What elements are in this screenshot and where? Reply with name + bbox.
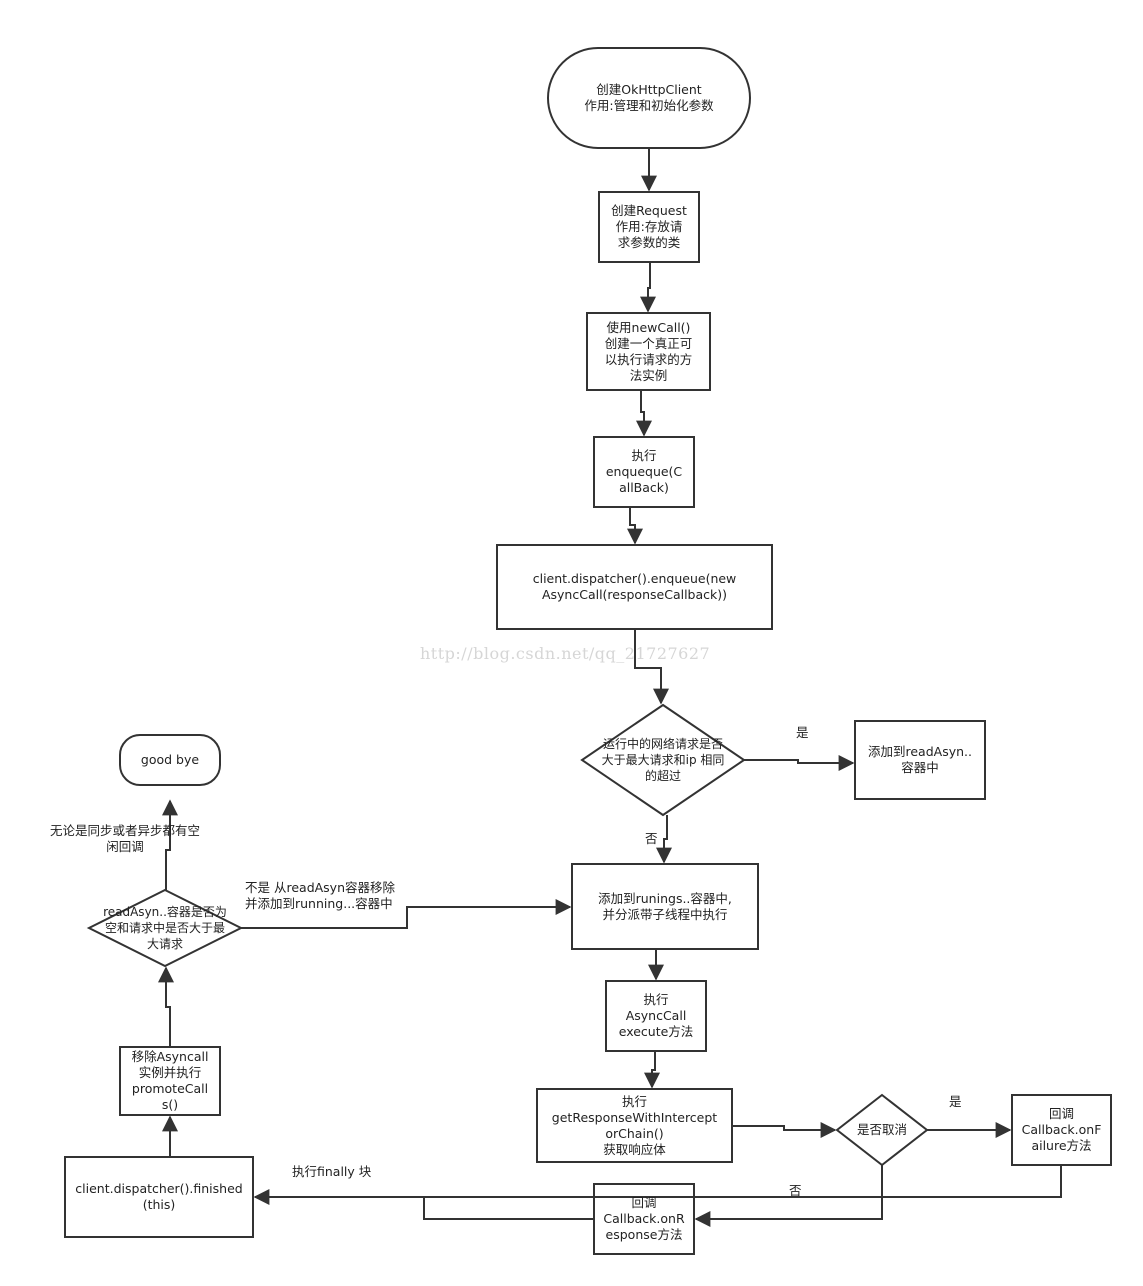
edge-request-to-newcall [640, 262, 656, 313]
edge-execute-to-response [644, 1051, 660, 1089]
node-new-call-shape [586, 312, 711, 391]
node-remove-asynccall: 移除Asyncall 实例并执行 promoteCall s() [131, 1049, 209, 1112]
node-execute-asynccall: 执行 AsyncCall execute方法 [618, 992, 694, 1039]
node-add-runnings-shape [571, 863, 759, 950]
node-enqueue-callback-shape [593, 436, 695, 508]
edge-decision-to-goodbye [162, 799, 178, 890]
edge-label-yes-ready: 是 [796, 725, 809, 740]
edge-label-idle-callback: 无论是同步或者异步都有空 闲回调 [50, 823, 201, 854]
node-new-call: 使用newCall() 创建一个真正可 以执行请求的方 法实例 [604, 319, 693, 383]
edge-label-yes-cancel: 是 [949, 1094, 962, 1109]
node-ready-async-decision-shape [86, 888, 244, 968]
node-dispatcher-finished-shape [64, 1156, 254, 1238]
edge-remove-to-decision [158, 966, 174, 1047]
watermark-text: http://blog.csdn.net/qq_21727627 [420, 644, 711, 663]
node-get-response: 执行 getResponseWithIntercept orChain() 获取… [551, 1093, 718, 1157]
edge-decision-to-runnings [241, 899, 572, 929]
edge-label-not-empty-move: 不是 从readAsyn容器移除 并添加到running...容器中 [245, 880, 396, 911]
node-max-requests-decision: 运行中的网络请求是否 大于最大请求和ip 相同 的超过 [601, 737, 725, 783]
node-callback-failure: 回调 Callback.onF ailure方法 [1021, 1106, 1102, 1153]
edge-decision-no-to-runnings [656, 815, 672, 864]
node-add-ready-async-shape [854, 720, 986, 800]
node-dispatcher-enqueue: client.dispatcher().enqueue(new AsyncCal… [532, 571, 737, 602]
node-get-response-shape [536, 1088, 733, 1163]
node-is-canceled-decision: 是否取消 [856, 1122, 907, 1137]
edge-label-finally-block: 执行finally 块 [292, 1164, 372, 1179]
node-callback-failure-shape [1011, 1094, 1112, 1166]
node-execute-asynccall-shape [605, 980, 707, 1052]
node-create-request-shape [598, 191, 700, 263]
edge-response-to-cancel [732, 1122, 837, 1138]
node-dispatcher-finished: client.dispatcher().finished (this) [75, 1181, 243, 1212]
node-good-bye: good bye [140, 752, 200, 767]
node-create-request: 创建Request 作用:存放请 求参数的类 [611, 203, 687, 250]
node-create-client: 创建OkHttpClient 作用:管理和初始化参数 [584, 82, 714, 113]
node-enqueue-callback: 执行 enqueque(C allBack) [605, 448, 683, 495]
node-good-bye-shape [119, 734, 221, 786]
node-callback-response: 回调 Callback.onR esponse方法 [603, 1195, 685, 1242]
edge-label-no-runnings: 否 [645, 831, 658, 846]
edge-newcall-to-enqueue [636, 390, 652, 437]
edge-onresponse-to-finished [423, 1197, 594, 1220]
node-max-requests-decision-shape [580, 703, 746, 817]
edge-cancel-no-to-onresponse [694, 1165, 883, 1227]
edge-failure-to-finished [253, 1165, 1062, 1205]
edge-decision-yes-to-ready [744, 755, 855, 771]
edge-dispatcher-to-decision [634, 629, 669, 705]
node-remove-asynccall-shape [119, 1046, 221, 1116]
node-add-ready-async: 添加到readAsyn.. 容器中 [868, 744, 972, 775]
edge-label-no-cancel: 否 [789, 1183, 802, 1198]
node-add-runnings: 添加到runings..容器中, 并分派带子线程中执行 [598, 890, 732, 922]
edge-enqueue-to-dispatcher [627, 507, 643, 545]
node-ready-async-decision: readAsyn..容器是否为 空和请求中是否大于最 大请求 [103, 905, 227, 951]
